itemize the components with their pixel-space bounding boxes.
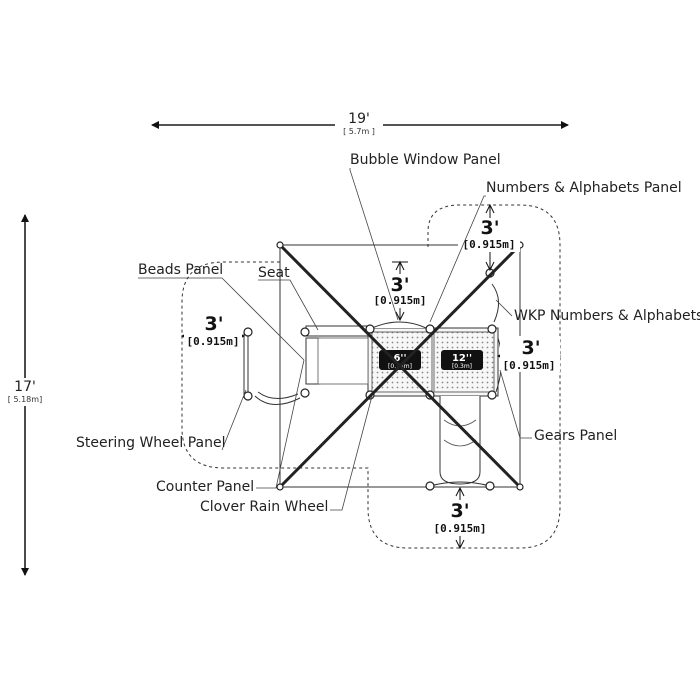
clearance-left-metric: [0.915m]: [187, 335, 240, 348]
crossbars: [278, 243, 522, 489]
label-seat: Seat: [258, 265, 290, 281]
counter-panel-shape: [317, 337, 369, 385]
clearance-top-center-feet: 3': [390, 274, 409, 296]
label-clover-rain-wheel: Clover Rain Wheel: [200, 499, 328, 515]
slide: [429, 396, 491, 487]
label-beads-panel: Beads Panel: [138, 262, 223, 278]
steering-wheel-panel-shape: [243, 332, 301, 405]
label-numbers-alphabets-panel: Numbers & Alphabets Panel: [486, 180, 682, 196]
overall-depth-label: 17': [14, 379, 36, 395]
overall-depth-metric: [ 5.18m]: [8, 395, 42, 404]
clearance-bottom-feet: 3': [450, 500, 469, 522]
clearance-right-feet: 3': [521, 337, 540, 359]
right-deck-height-metric: [0.3m]: [452, 363, 472, 370]
bubble-window-panel-shape: [371, 321, 427, 329]
clearance-top-right-feet: 3': [480, 217, 499, 239]
label-wkp-insert: WKP Numbers & Alphabets Insert: [514, 308, 700, 324]
clearance-top-center-metric: [0.915m]: [374, 294, 427, 307]
clearance-left-feet: 3': [204, 313, 223, 335]
label-counter-panel: Counter Panel: [156, 479, 254, 495]
label-steering-wheel-panel: Steering Wheel Panel: [76, 435, 226, 451]
clearance-bottom-metric: [0.915m]: [434, 522, 487, 535]
beads-panel-shape: [305, 325, 369, 337]
clearance-top-right: 3' [0.915m]: [458, 203, 520, 272]
clearance-right-metric: [0.915m]: [503, 359, 556, 372]
overall-width-label: 19': [348, 111, 370, 127]
left-deck-height: 6'': [393, 353, 406, 364]
overall-width-metric: [ 5.7m ]: [343, 127, 375, 136]
right-deck-height-badge: 12'' [0.3m]: [441, 350, 483, 370]
callout-leaders: [138, 168, 532, 511]
numbers-alphabets-panel-shape: [491, 283, 499, 323]
clearance-bottom: 3' [0.915m]: [428, 486, 492, 550]
clearance-top-right-metric: [0.915m]: [463, 238, 516, 251]
clearance-left: 3' [0.915m]: [180, 313, 246, 349]
overall-depth-dimension: 17' [ 5.18m]: [4, 214, 46, 576]
label-gears-panel: Gears Panel: [534, 428, 617, 444]
clearance-right: 3' [0.915m]: [496, 336, 562, 372]
right-deck-height: 12'': [452, 353, 472, 364]
label-bubble-window-panel: Bubble Window Panel: [350, 152, 501, 168]
use-zone-outline: [181, 204, 561, 549]
clearance-top-center: 3' [0.915m]: [367, 260, 433, 322]
overall-width-dimension: 19' [ 5.7m ]: [151, 111, 569, 138]
